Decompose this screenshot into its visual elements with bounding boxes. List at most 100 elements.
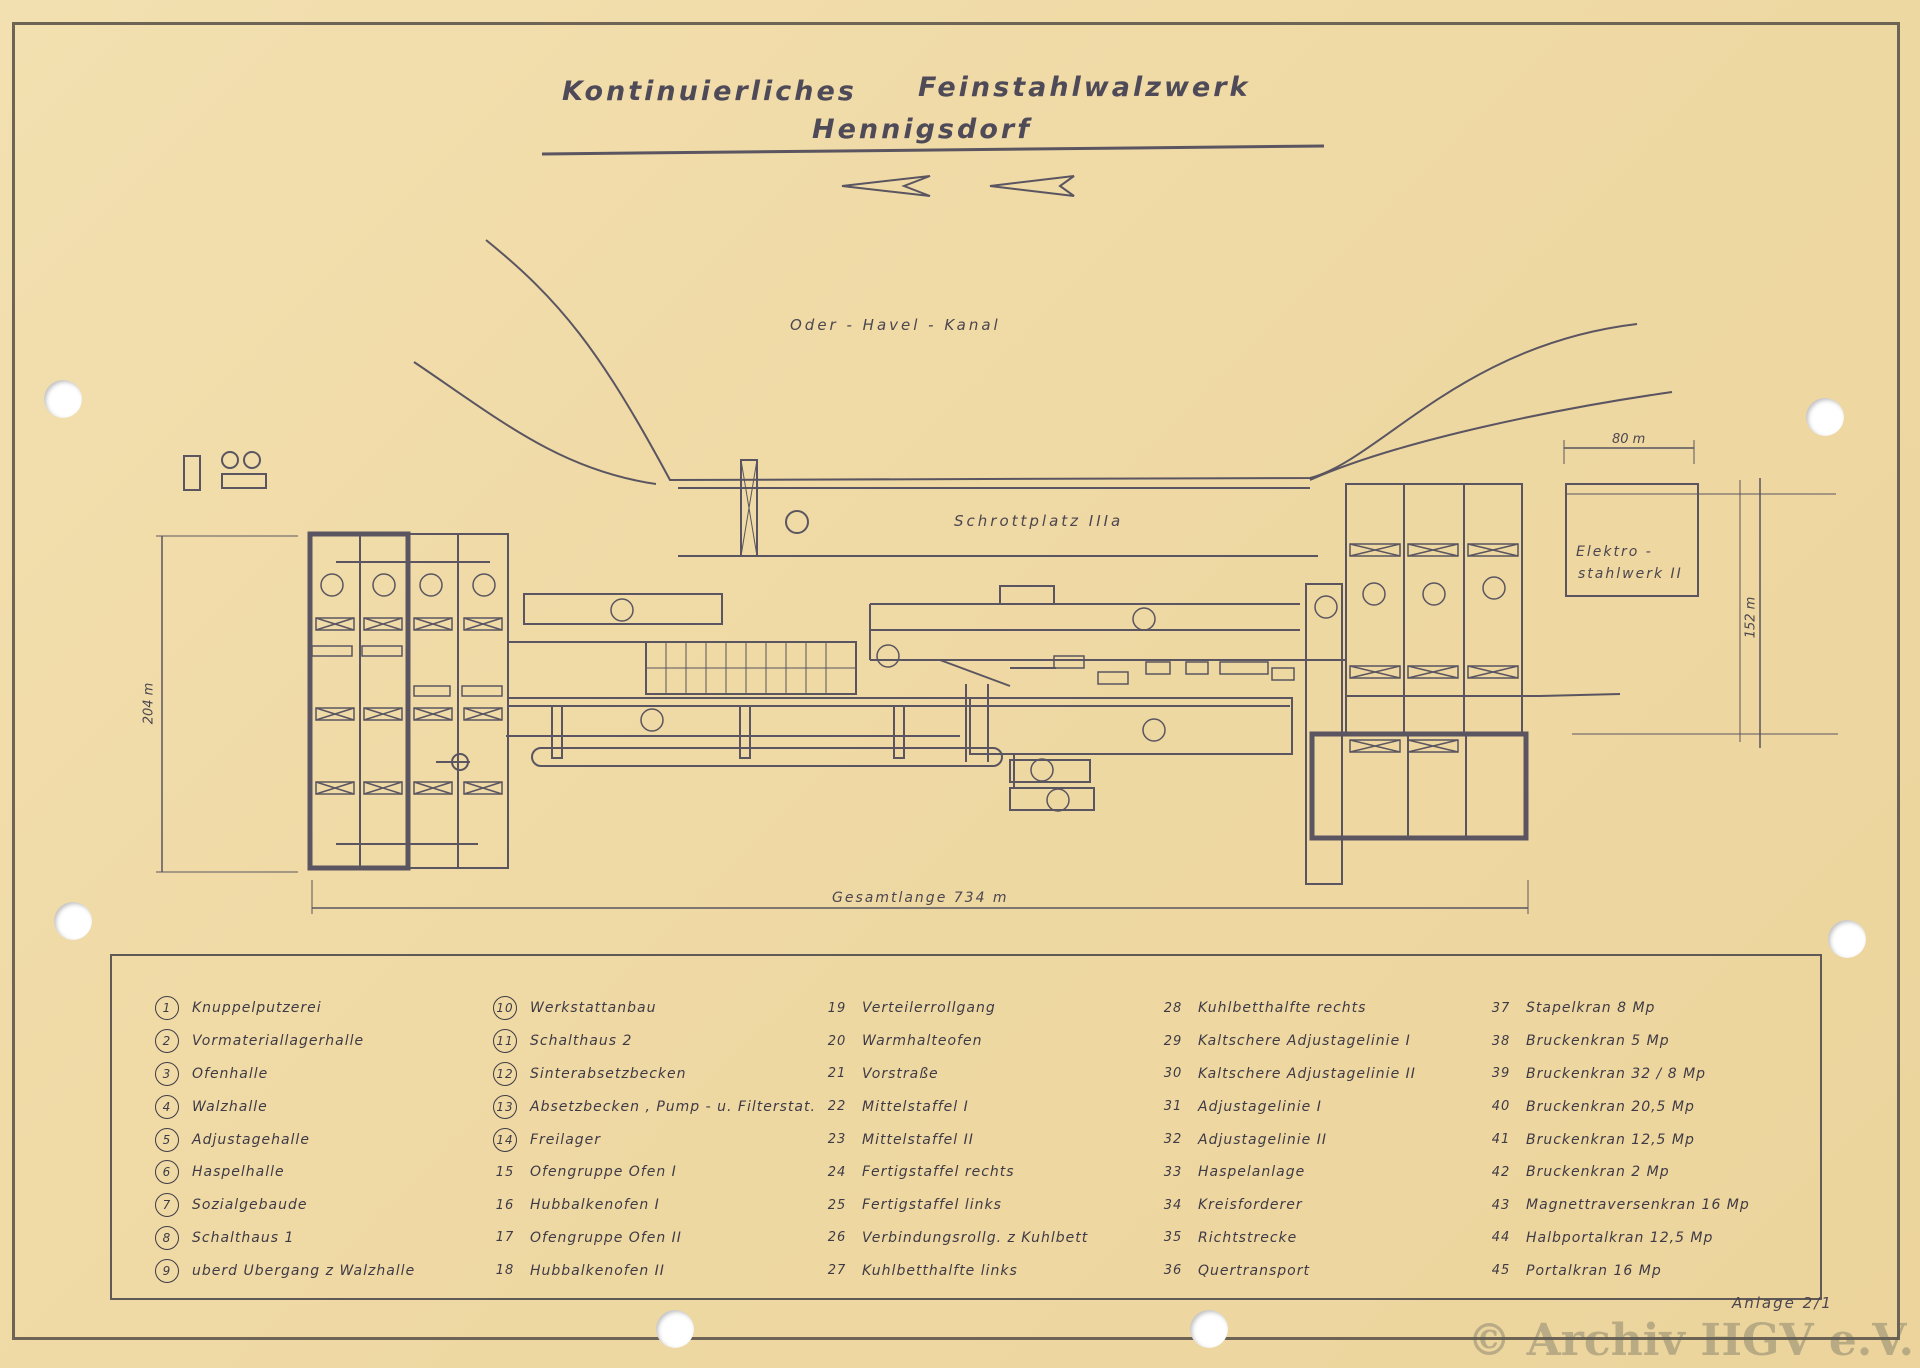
legend-item-label: Werkstattanbau: [530, 1000, 657, 1017]
legend-item-label: Bruckenkran 12,5 Mp: [1526, 1131, 1695, 1148]
legend-item-number: 8: [142, 1225, 192, 1250]
marker-14: [785, 510, 809, 534]
legend-item-number: 7: [142, 1193, 192, 1218]
portal-crane-45: [740, 459, 758, 557]
legend-item-label: Richtstrecke: [1198, 1229, 1298, 1246]
legend-item-number: 23: [827, 1132, 847, 1148]
punch-hole: [44, 380, 82, 418]
legend-item-label: Kaltschere Adjustagelinie II: [1198, 1065, 1416, 1082]
legend-item-number: 31: [1163, 1099, 1183, 1115]
legend-item-number: 13: [480, 1094, 530, 1119]
building-12: [999, 585, 1055, 605]
legend-item-number: 16: [495, 1197, 515, 1213]
legend-item-label: Fertigstaffel rechts: [862, 1164, 1015, 1181]
legend-item-label: Bruckenkran 2 Mp: [1526, 1164, 1670, 1181]
legend-item-label: Ofengruppe Ofen I: [530, 1164, 677, 1181]
annex-label: Anlage 2/1: [1732, 1294, 1833, 1312]
dim-width-label: 80 m: [1612, 432, 1646, 447]
legend-item-label: Hubbalkenofen II: [530, 1262, 665, 1279]
legend-item-label: Ofengruppe Ofen II: [530, 1229, 682, 1246]
legend-item-label: Ofenhalle: [192, 1065, 269, 1082]
dim-height-left-label: 204 m: [141, 682, 157, 725]
legend-number-circle: 6: [155, 1160, 179, 1185]
legend-item-label: Verteilerrollgang: [862, 1000, 996, 1017]
symbol-13: [183, 455, 201, 491]
legend-number-circle: 10: [493, 996, 517, 1021]
punch-hole: [1828, 920, 1866, 958]
legend-item-label: Warmhalteofen: [862, 1033, 983, 1050]
building-9: [1009, 759, 1091, 783]
legend-item-number: 22: [827, 1099, 847, 1115]
legend-item-label: Adjustagehalle: [192, 1131, 310, 1148]
legend-item-label: Stapelkran 8 Mp: [1526, 1000, 1656, 1017]
steelworks-label-line1: Elektro -: [1576, 544, 1653, 560]
legend-item-number: 38: [1491, 1033, 1511, 1049]
scrapyard-label: Schrottplatz IIIa: [954, 512, 1124, 530]
legend-item-label: Adjustagelinie II: [1198, 1131, 1327, 1148]
legend-item-number: 43: [1491, 1197, 1511, 1213]
legend-item-number: 9: [142, 1258, 192, 1283]
legend-item: 38 Bruckenkran 5 Mp: [1476, 1025, 1750, 1058]
legend-item-number: 32: [1163, 1132, 1183, 1148]
cranes-43: [1349, 543, 1519, 753]
legend-number-circle: 13: [493, 1094, 517, 1119]
legend-item-number: 11: [480, 1029, 530, 1054]
legend-item-number: 4: [142, 1094, 192, 1119]
legend-item-label: Bruckenkran 5 Mp: [1526, 1033, 1670, 1050]
legend-item-label: Walzhalle: [192, 1098, 268, 1115]
legend-item-number: 12: [480, 1061, 530, 1086]
building-11: [523, 593, 723, 625]
legend-item: 41 Bruckenkran 12,5 Mp: [1476, 1123, 1750, 1156]
legend-item-number: 14: [480, 1127, 530, 1152]
archive-watermark: © Archiv HGV e.V.: [1467, 1315, 1914, 1366]
legend-item: 23 Mittelstaffel II: [812, 1123, 1088, 1156]
legend-item-label: Kuhlbetthalfte links: [862, 1262, 1018, 1279]
legend-item-number: 3: [142, 1061, 192, 1086]
legend-item-label: Vormateriallagerhalle: [192, 1033, 365, 1050]
legend-item-number: 35: [1163, 1230, 1183, 1246]
legend-item-number: 20: [827, 1033, 847, 1049]
punch-hole: [656, 1310, 694, 1348]
legend-item-number: 15: [495, 1164, 515, 1180]
legend-item-label: Kaltschere Adjustagelinie I: [1198, 1033, 1411, 1050]
legend-item-number: 45: [1491, 1263, 1511, 1279]
legend-item-label: Bruckenkran 20,5 Mp: [1526, 1098, 1695, 1115]
legend-number-circle: 9: [155, 1258, 179, 1283]
legend-item-label: Halbportalkran 12,5 Mp: [1526, 1229, 1714, 1246]
legend-item-label: Freilager: [530, 1131, 602, 1148]
legend-item-label: Vorstraße: [862, 1065, 939, 1082]
punch-hole: [1190, 1310, 1228, 1348]
legend-item-label: Mittelstaffel II: [862, 1131, 974, 1148]
legend-item-number: 36: [1163, 1263, 1183, 1279]
circular-conveyor-34: [531, 747, 1003, 767]
legend-number-circle: 4: [155, 1094, 179, 1119]
legend-item-number: 26: [827, 1230, 847, 1246]
legend-item-label: Quertransport: [1198, 1262, 1310, 1279]
punch-hole: [1806, 398, 1844, 436]
legend-item-label: Kuhlbetthalfte rechts: [1198, 1000, 1367, 1017]
legend-item-number: 41: [1491, 1132, 1511, 1148]
legend-item-label: Sozialgebaude: [192, 1197, 308, 1214]
legend-item-label: Verbindungsrollg. z Kuhlbett: [862, 1229, 1089, 1246]
canal-label: Oder - Havel - Kanal: [790, 316, 1001, 334]
